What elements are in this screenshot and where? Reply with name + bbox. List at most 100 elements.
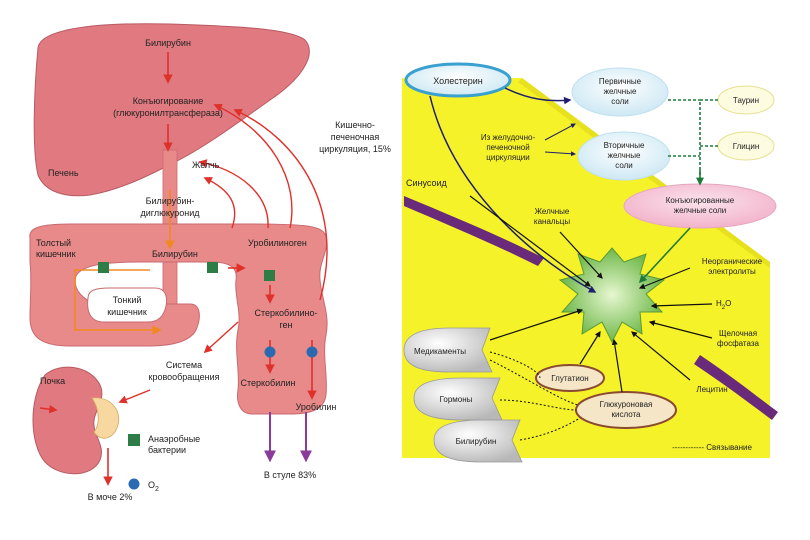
label-cholesterol: Холестерин xyxy=(433,76,483,86)
label-glycine: Глицин xyxy=(733,142,760,151)
label-water: H2O xyxy=(716,299,731,311)
label-enterohepatic-3: циркуляции xyxy=(486,153,529,162)
label-circulation-2: печеночная xyxy=(331,132,380,142)
arrow-enterohepatic-to-secondary xyxy=(544,151,576,157)
label-conjugated-1: Конъюгированные xyxy=(666,196,735,205)
liver-shape xyxy=(33,23,310,197)
bacteria-marker-2 xyxy=(207,262,218,273)
label-bilirubin-input: Билирубин xyxy=(456,437,497,446)
arrow-cholesterol-to-micelle xyxy=(429,95,597,293)
arrow-sinusoid xyxy=(469,195,591,287)
arrow-to-blood xyxy=(203,321,239,354)
label-liver: Печень xyxy=(48,168,79,178)
label-legend-bacteria-1: Анаэробные xyxy=(148,434,200,444)
label-primary-1: Первичные xyxy=(599,77,642,86)
arrow-enterohepatic-2 xyxy=(233,109,328,301)
label-primary-3: соли xyxy=(611,97,629,106)
legend-bacteria-swatch xyxy=(128,434,140,446)
arrow-conjugated-to-micelle xyxy=(638,227,691,284)
label-diglucuronide-2: диглюкуронид xyxy=(140,208,200,218)
bacteria-marker-1 xyxy=(98,262,109,273)
arrow-to-kidney-area xyxy=(118,389,151,404)
bubble-cholesterol xyxy=(404,62,512,98)
bubble-drugs xyxy=(403,327,493,373)
arrow-electrolytes xyxy=(638,267,691,290)
small-intestine-shape xyxy=(87,287,168,323)
label-taurine: Таурин xyxy=(733,96,759,105)
bubble-primary-salts xyxy=(571,67,669,117)
label-phosphatase-2: фосфатаза xyxy=(717,339,759,348)
arrow-lecithin xyxy=(631,331,691,381)
label-stercobilinogen-2: ген xyxy=(279,320,292,330)
label-bilirubin-top: Билирубин xyxy=(145,38,191,48)
bubble-glutathione xyxy=(535,364,605,392)
legend-oxygen-swatch xyxy=(128,478,140,490)
arrow-orange-loop xyxy=(74,269,162,335)
colon-shape xyxy=(29,223,328,415)
label-lecithin: Лецитин xyxy=(696,385,727,394)
label-glucuronic-1: Глюкуроновая xyxy=(600,400,653,409)
label-canaliculi-2: канальцы xyxy=(534,217,570,226)
label-sinusoid: Синусоид xyxy=(406,178,448,188)
label-canaliculi-1: Желчные xyxy=(535,207,570,216)
kidney-pelvis xyxy=(91,397,120,439)
label-primary-2: желчные xyxy=(604,87,637,96)
right-panel-bile-formation: Холестерин Первичные желчные соли Таурин… xyxy=(402,62,778,463)
label-conjugation-1: Конъюгирование xyxy=(133,96,204,106)
label-glutathione: Глутатион xyxy=(551,374,588,383)
label-bile: Желчь xyxy=(192,160,220,170)
label-secondary-2: желчные xyxy=(608,151,641,160)
label-conjugation-2: (глюкуронилтрансфераза) xyxy=(113,108,223,118)
label-circulation-1: Кишечно- xyxy=(335,120,375,130)
arrow-enterohepatic-1 xyxy=(213,103,293,229)
arrow-water xyxy=(650,302,713,309)
sinusoid-tube xyxy=(404,196,544,266)
arrow-enterohepatic-to-primary xyxy=(544,123,576,141)
arrow-cholesterol-to-primary xyxy=(504,87,572,105)
bubble-hormones xyxy=(413,377,503,421)
label-small-intestine-1: Тонкий xyxy=(113,295,142,305)
label-urobilin: Уробилин xyxy=(296,402,337,412)
arrow-glutathione xyxy=(579,330,601,365)
bubble-bilirubin-input xyxy=(433,419,523,463)
label-small-intestine-2: кишечник xyxy=(107,307,147,317)
label-diglucuronide-1: Билирубин- xyxy=(146,196,195,206)
label-stercobilinogen-1: Стеркобилино- xyxy=(254,308,317,318)
label-legend-o2: O2 xyxy=(148,480,159,493)
label-electrolytes-1: Неорганические xyxy=(702,257,763,266)
label-urobilinogen: Уробилиноген xyxy=(248,238,307,248)
label-legend-bacteria-2: бактерии xyxy=(148,445,186,455)
binding-line-bilirubin xyxy=(519,417,581,441)
bacteria-marker-3 xyxy=(264,270,275,281)
label-glucuronic-2: кислота xyxy=(611,410,641,419)
arrow-enterohepatic-4 xyxy=(203,177,236,229)
arrow-canaliculi xyxy=(559,231,603,279)
canaliculus-tube xyxy=(694,355,778,420)
label-blood-2: кровообращения xyxy=(149,372,220,382)
binding-line-drugs-gluc xyxy=(489,359,579,406)
label-blood-1: Система xyxy=(166,360,202,370)
left-panel-bilirubin-metabolism: Билирубин Конъюгирование (глюкуронилтран… xyxy=(29,23,391,502)
label-drugs: Медикаменты xyxy=(414,347,466,356)
arrow-enterohepatic-3 xyxy=(198,159,269,229)
label-conjugated-2: желчные соли xyxy=(674,206,727,215)
label-in-urine: В моче 2% xyxy=(88,492,133,502)
arrow-phosphatase xyxy=(648,320,713,339)
label-colon-1: Толстый xyxy=(36,238,71,248)
binding-line-hormones xyxy=(499,399,577,411)
label-stercobilin: Стеркобилин xyxy=(240,378,295,388)
kidney-shape xyxy=(32,366,103,475)
arrow-conjugation-green xyxy=(668,99,718,184)
label-phosphatase-1: Щелочная xyxy=(719,329,757,338)
oxygen-marker-2 xyxy=(306,346,318,358)
arrow-glucuronic xyxy=(611,338,623,393)
label-circulation-3: циркуляция, 15% xyxy=(319,144,391,154)
label-enterohepatic-1: Из желудочно- xyxy=(481,133,536,142)
oxygen-marker-1 xyxy=(264,346,276,358)
label-in-stool: В стуле 83% xyxy=(264,470,316,480)
label-hormones: Гормоны xyxy=(440,395,473,404)
label-electrolytes-2: электролиты xyxy=(708,267,756,276)
label-secondary-3: соли xyxy=(615,161,633,170)
arrow-drugs xyxy=(489,308,584,341)
